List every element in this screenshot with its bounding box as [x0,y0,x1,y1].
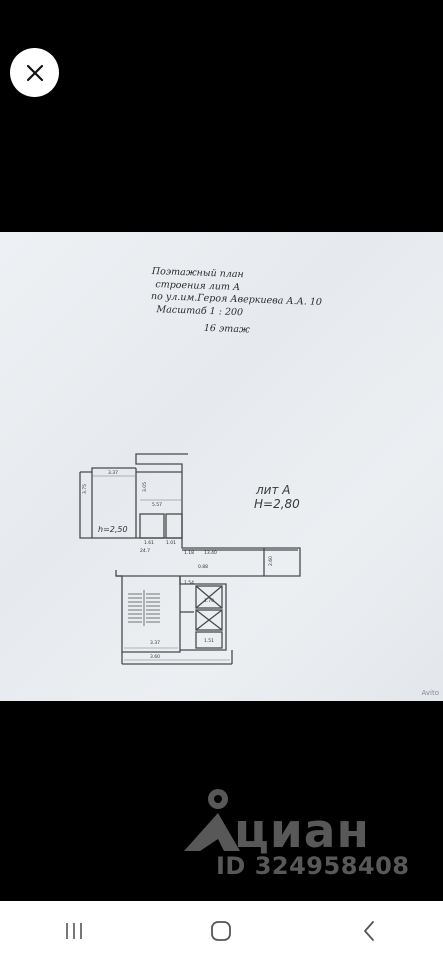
dimension-label: 1.70 [204,598,214,604]
recent-apps-button[interactable] [29,906,119,956]
home-button[interactable] [176,906,266,956]
dimension-label: 1.18 [184,550,194,556]
dimension-label: 24.7 [140,548,150,554]
dimension-label: 1.54 [184,580,194,586]
close-button[interactable] [10,48,59,97]
dimension-label: 3.60 [150,654,160,660]
dimension-label: 13.40 [204,550,217,556]
dimension-label: 3.05 [142,482,148,492]
dimension-label: 3.75 [82,484,88,494]
back-icon [364,920,375,941]
dimension-label: 1.01 [166,540,176,546]
close-icon [26,64,43,81]
height-label: H=2,80 [254,497,300,511]
listing-id-text: ID 324958408 [216,852,410,880]
dimension-label: 1.61 [144,540,154,546]
back-button[interactable] [324,906,414,956]
cian-watermark: циан ID 324958408 [180,785,420,885]
dimension-label: 5.57 [152,502,162,508]
recent-apps-icon [66,922,82,939]
home-icon [211,920,232,941]
dimension-label: 1.51 [204,638,214,644]
dimension-label: 3.37 [108,470,118,476]
dimension-label: 2.60 [268,556,274,566]
dimension-label: 3.37 [150,640,160,646]
dimension-label: 0.88 [198,564,208,570]
room-height-label: h=2,50 [98,525,128,534]
floor-plan-photo[interactable]: Поэтажный план строения лит А по ул.им.Г… [0,232,443,701]
system-navigation-bar [0,901,443,960]
lit-label: лит А [255,483,290,497]
cian-brand-text: циан [234,804,370,859]
floor-plan-drawing: 3.37 3.05 5.57 3.75 1.61 1.01 1.18 13.40… [79,453,301,665]
cian-logo-icon [184,789,240,851]
source-badge: Avito [421,689,440,697]
